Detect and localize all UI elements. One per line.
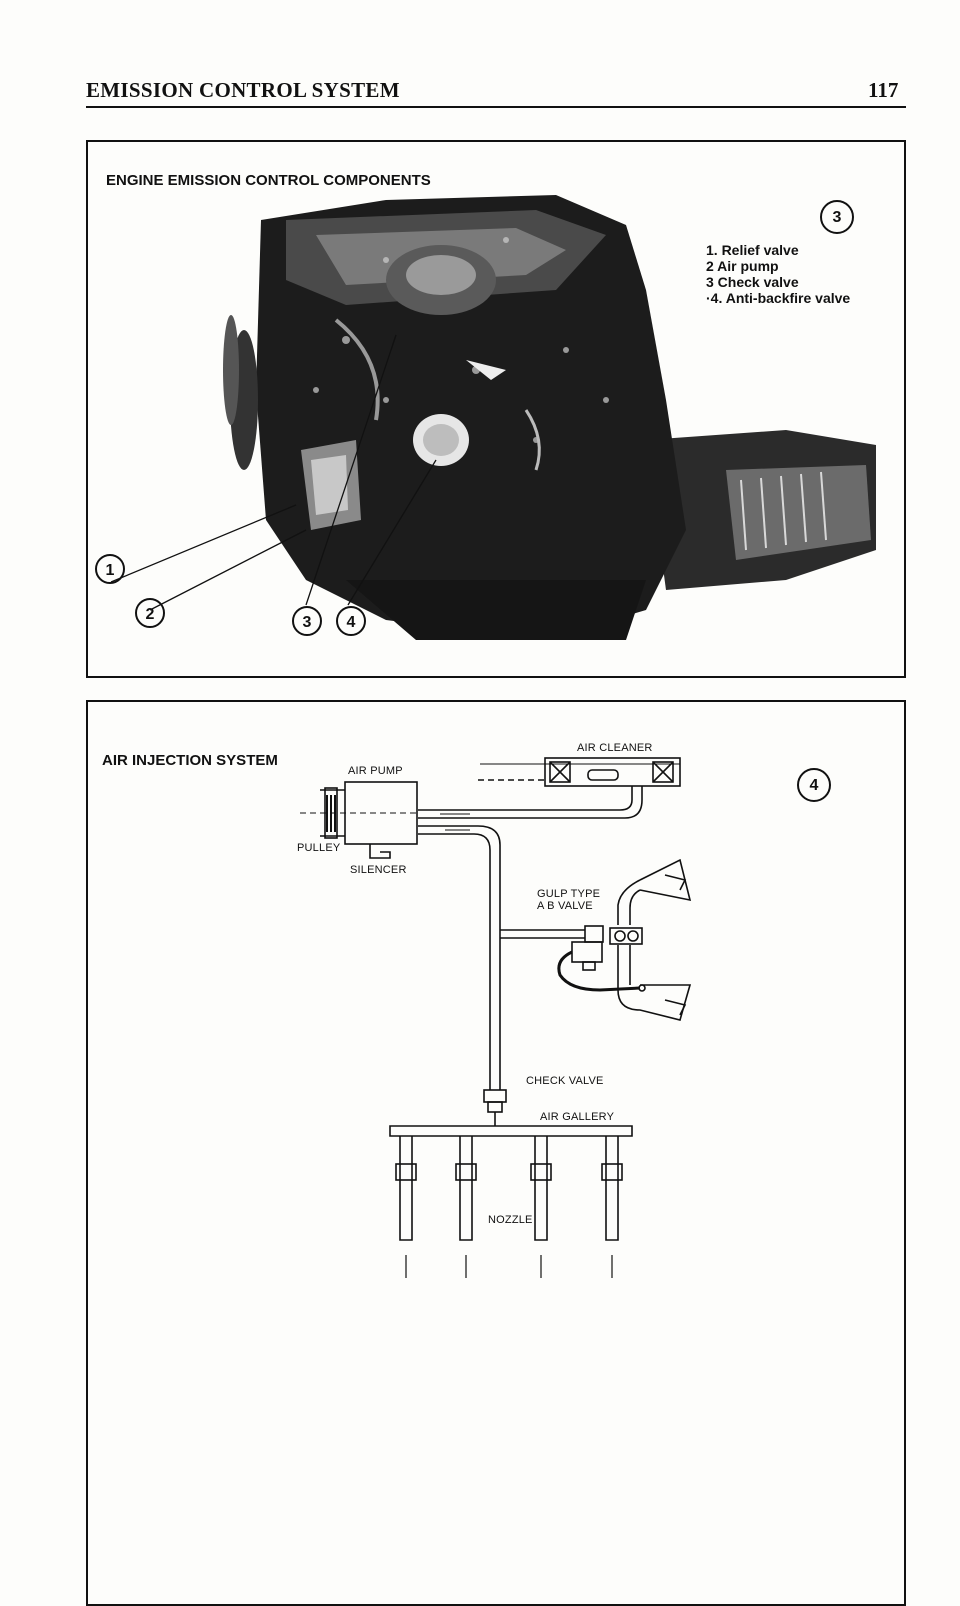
figure-3-legend: 1. Relief valve 2 Air pump 3 Check valve… [706, 242, 850, 306]
header-rule [86, 106, 906, 108]
label-nozzle: NOZZLE [488, 1214, 533, 1226]
callout-2: 2 [135, 598, 165, 628]
label-gulp-valve-line1: GULP TYPE [537, 888, 601, 900]
callout-1: 1 [95, 554, 125, 584]
figure-4-number: 4 [797, 768, 831, 802]
callout-3: 3 [292, 606, 322, 636]
page-title: EMISSION CONTROL SYSTEM [86, 78, 400, 102]
label-gulp-valve-line2: A B VALVE [537, 900, 593, 912]
legend-item-check-valve: 3 Check valve [706, 274, 799, 290]
label-air-gallery: AIR GALLERY [540, 1111, 615, 1123]
figure-4-title: AIR INJECTION SYSTEM [102, 752, 278, 769]
engine-photo [110, 195, 876, 640]
label-check-valve: CHECK VALVE [526, 1075, 604, 1087]
label-pulley: PULLEY [297, 842, 341, 854]
air-injection-diagram [300, 757, 692, 1278]
legend-item-anti-backfire-valve: ·4. Anti-backfire valve [706, 290, 851, 306]
page-number: 117 [868, 78, 899, 102]
legend-item-air-pump: 2 Air pump [706, 258, 779, 274]
label-air-pump: AIR PUMP [348, 765, 403, 777]
label-silencer: SILENCER [350, 864, 407, 876]
figure-3-number: 3 [820, 200, 854, 234]
figure-3-panel [86, 140, 906, 678]
figure-3-title: ENGINE EMISSION CONTROL COMPONENTS [106, 172, 431, 189]
callout-4: 4 [336, 606, 366, 636]
legend-item-relief-valve: 1. Relief valve [706, 242, 799, 258]
label-air-cleaner: AIR CLEANER [577, 742, 653, 754]
